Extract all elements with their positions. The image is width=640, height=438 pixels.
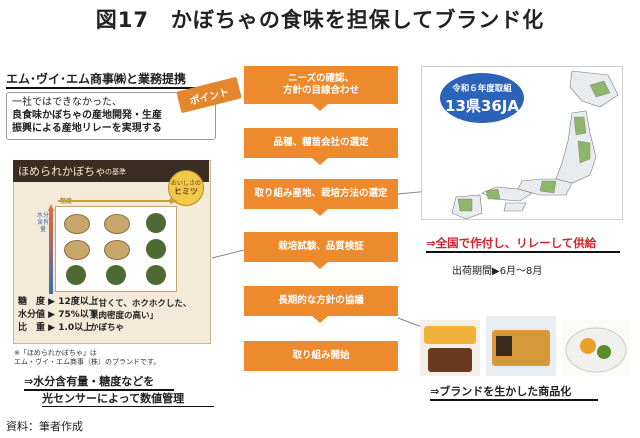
stat-value: ▶ 1.0以上 — [48, 323, 93, 333]
desc-line: 「甘くて、ホクホクした、 — [90, 299, 192, 309]
shipping-period: 出荷期間▶6月～8月 — [452, 266, 543, 277]
stat-value: ▶ 12度以上 — [48, 297, 98, 307]
flow-step-1: ニーズの確認、 方針の目線合わせ — [244, 66, 398, 104]
pumpkin-icon — [66, 265, 86, 285]
brand-footnote: ※「ほめられかぼちゃ」は エム・ヴイ・エム商事（株）のブランドです。 — [14, 349, 160, 367]
brand-stats: 糖 度 ▶ 12度以上 水分値 ▶ 75%以下 比 重 ▶ 1.0以上 — [18, 296, 98, 335]
flow-step-label: 取り組み産地、栽培方法の選定 — [254, 188, 388, 199]
pumpkin-icon — [146, 239, 166, 259]
partner-underline — [6, 87, 206, 89]
stat-label: 水分値 — [18, 310, 46, 320]
badge-year: 令和６年度取組 — [452, 84, 512, 94]
quote-line-1: 一社ではできなかった、 — [12, 97, 122, 108]
grid-cell — [138, 263, 174, 287]
grid-cell — [98, 263, 134, 287]
flow-arrow-icon — [312, 262, 328, 269]
flow-step-6: 取り組み開始 — [244, 341, 398, 371]
footnote-line: エム・ヴイ・エム商事（株）のブランドです。 — [14, 358, 161, 366]
badge-count: 13県36JA — [445, 97, 519, 115]
flow-step-label: 取り組み開始 — [292, 350, 350, 361]
sensor-note-line-2: 光センサーによって数値管理 — [42, 391, 185, 405]
stat-label: 糖 度 — [18, 297, 46, 307]
flow-step-2: 品種、種苗会社の選定 — [244, 128, 398, 158]
products-underline — [430, 399, 598, 401]
stat-row: 比 重 ▶ 1.0以上 — [18, 322, 98, 335]
secret-badge: おいしさの ヒミツ — [168, 170, 204, 206]
secret-badge-line-1: おいしさの — [170, 180, 201, 187]
brand-subtitle: の基準 — [105, 168, 126, 176]
pumpkin-icon — [146, 265, 166, 285]
flow-arrow-icon — [312, 209, 328, 216]
stat-row: 水分値 ▶ 75%以下 — [18, 309, 98, 322]
supply-underline — [426, 251, 620, 253]
flow-arrow-icon — [312, 316, 328, 323]
grid-cell — [98, 237, 134, 261]
flow-step-5: 長期的な方針の協議 — [244, 286, 398, 316]
supply-note: ⇒全国で作付し、リレーして供給 — [426, 236, 597, 250]
flow-step-3: 取り組み産地、栽培方法の選定 — [244, 179, 398, 209]
axis-left-label: 水分含有量 — [36, 212, 49, 233]
brand-grid — [55, 206, 177, 292]
secret-badge-line-2: ヒミツ — [174, 187, 198, 196]
grid-cell — [138, 237, 174, 261]
sensor-note-underline — [42, 405, 214, 407]
axis-left-arrow — [48, 204, 54, 294]
initiative-badge: 令和６年度取組 13県36JA — [440, 73, 524, 123]
flow-step-4: 栽培試験、品質検証 — [244, 232, 398, 262]
footnote-line: ※「ほめられかぼちゃ」は — [14, 349, 97, 357]
product-photos — [420, 316, 630, 376]
flow-step-label: ニーズの確認、 方針の目線合わせ — [282, 73, 359, 96]
source-note: 資料：筆者作成 — [6, 420, 83, 433]
products-note: ⇒ブランドを生かした商品化 — [430, 385, 572, 398]
quote-line-3: 振興による産地リレーを実現する — [12, 123, 162, 134]
page-title: 図17 かぼちゃの食味を担保してブランド化 — [95, 8, 545, 32]
brand-header — [13, 160, 209, 182]
partner-heading: エム･ヴイ･エム商事㈱と業務提携 — [6, 72, 187, 86]
desc-line: 果肉密度の高い」 — [90, 311, 159, 321]
stat-value: ▶ 75%以下 — [48, 310, 98, 320]
desc-line: かぼちゃ — [90, 323, 125, 333]
pumpkin-icon — [106, 265, 126, 285]
japan-map-icon — [451, 70, 619, 220]
grid-cell — [58, 263, 94, 287]
stat-label: 比 重 — [18, 323, 46, 333]
pumpkin-label-icon — [64, 214, 90, 234]
connector-left — [211, 249, 245, 259]
flow-step-label: 品種、種苗会社の選定 — [273, 137, 369, 148]
grid-cell — [58, 237, 94, 261]
grid-cell — [138, 211, 174, 235]
flow-arrow-icon — [312, 104, 328, 111]
pumpkin-label-icon — [104, 240, 130, 260]
brand-description: 「甘くて、ホクホクした、 果肉密度の高い」 かぼちゃ — [90, 298, 191, 334]
sensor-note-line-1: ⇒水分含有量・糖度などを — [24, 375, 155, 388]
grid-cell — [98, 211, 134, 235]
quote-line-2: 良食味かぼちゃの産地開発・生産 — [12, 110, 162, 121]
axis-top-arrow — [58, 198, 178, 204]
pumpkin-label-icon — [104, 214, 130, 234]
sensor-note-underline — [24, 389, 174, 391]
flow-step-label: 栽培試験、品質検証 — [278, 241, 364, 252]
grid-cell — [58, 211, 94, 235]
flow-step-label: 長期的な方針の協議 — [278, 295, 364, 306]
sensor-note: ⇒水分含有量・糖度などを 光センサーによって数値管理 — [24, 374, 214, 407]
pumpkin-label-icon — [64, 240, 90, 260]
pumpkin-icon — [146, 213, 166, 233]
stat-row: 糖 度 ▶ 12度以上 — [18, 296, 98, 309]
brand-name: ほめられかぼちゃ — [18, 165, 106, 178]
flow-arrow-icon — [312, 158, 328, 165]
